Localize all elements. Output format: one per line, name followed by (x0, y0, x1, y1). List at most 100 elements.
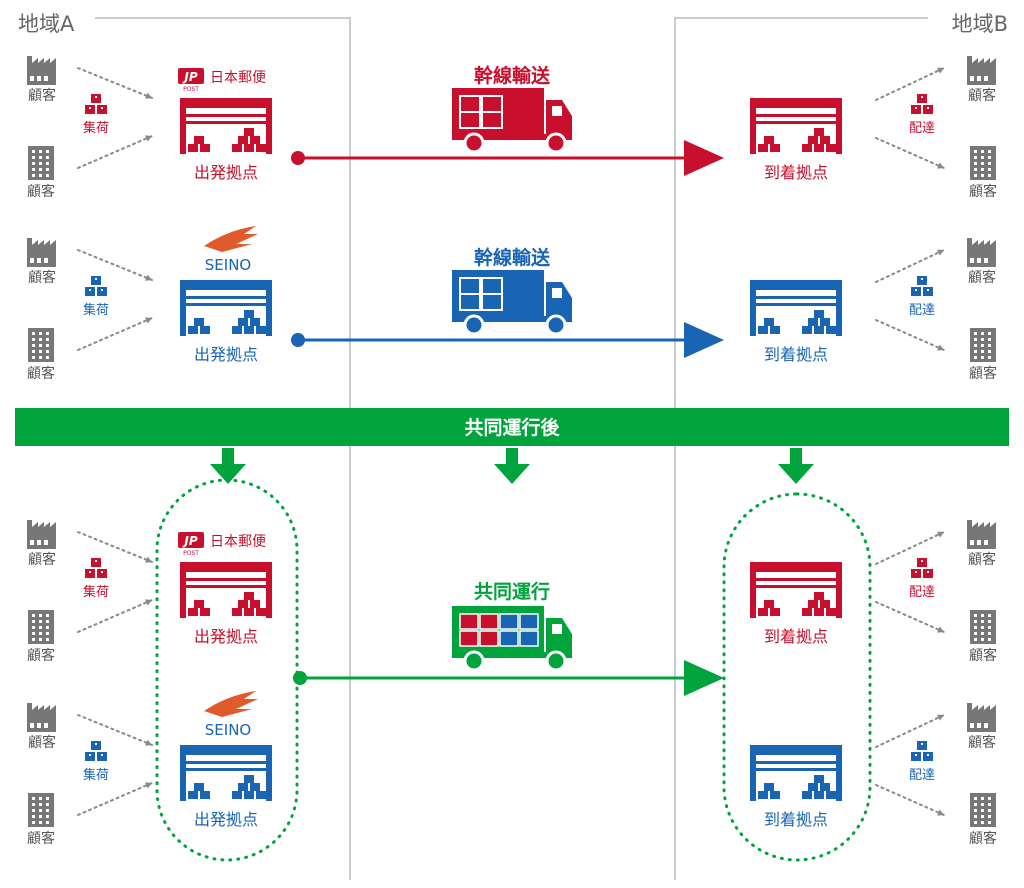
destination-hub-label: 到着拠点 (764, 810, 828, 829)
flow-line (77, 714, 153, 746)
flow-arrowhead (145, 556, 152, 563)
customer-label: 顧客 (28, 734, 56, 751)
seino-logo: SEINO (204, 226, 258, 274)
flow-line (875, 601, 945, 633)
customer-label: 顧客 (968, 551, 996, 568)
building-icon (28, 610, 54, 644)
warehouse-icon (750, 98, 842, 154)
destination-hub-label: 到着拠点 (764, 163, 828, 182)
warehouse-icon (750, 745, 842, 801)
flow-arrowhead (937, 249, 944, 256)
delivery-label: 配達 (909, 768, 935, 783)
factory-icon (27, 56, 56, 85)
pickup-label: 集荷 (83, 120, 109, 136)
destination-consolidation-oval (722, 492, 872, 862)
customer-label: 顧客 (969, 647, 997, 664)
flow-arrowhead (145, 274, 152, 281)
seino-logo: SEINO (204, 691, 258, 739)
japan-post-mark-text: JP (182, 70, 197, 84)
flow-arrowhead (937, 626, 944, 633)
building-icon (970, 328, 996, 362)
box-stack-icon (911, 276, 933, 296)
flow-arrowhead (145, 135, 152, 142)
building-icon (970, 146, 996, 180)
customer-label: 顧客 (27, 183, 55, 200)
flow-line (77, 135, 153, 169)
pickup-label: 集荷 (83, 302, 109, 318)
flow-line (77, 599, 153, 633)
flow-arrowhead (145, 317, 152, 324)
box-stack-icon (911, 94, 933, 114)
box-stack-icon (85, 276, 107, 296)
flow-arrowhead (937, 809, 944, 816)
flow-line (875, 784, 945, 816)
customer-label: 顧客 (27, 647, 55, 664)
factory-icon (27, 703, 56, 732)
japan-post-sub-text: POST (183, 550, 199, 557)
customer-label: 顧客 (968, 734, 996, 751)
down-arrow-icon (494, 448, 530, 484)
box-stack-icon (911, 558, 933, 578)
factory-icon (27, 238, 56, 267)
route-arrow-icon (684, 140, 724, 176)
flow-arrowhead (145, 739, 152, 746)
destination-hub-label: 到着拠点 (764, 627, 828, 646)
box-stack-icon (911, 741, 933, 761)
flow-arrowhead (937, 162, 944, 169)
seino-kangaroo-icon (204, 691, 258, 717)
truck-icon (452, 270, 572, 336)
factory-icon (967, 238, 996, 267)
pickup-label: 集荷 (83, 767, 109, 783)
destination-hub-label: 到着拠点 (764, 345, 828, 364)
box-stack-icon (85, 558, 107, 578)
origin-hub-label: 出発拠点 (194, 163, 258, 182)
customer-label: 顧客 (27, 830, 55, 847)
down-arrow-icon (210, 448, 246, 484)
customer-label: 顧客 (968, 87, 996, 104)
origin-consolidation-oval (155, 478, 299, 862)
down-arrow-icon (778, 448, 814, 484)
flow-arrowhead (145, 782, 152, 789)
flow-line (77, 531, 153, 563)
building-icon (28, 328, 54, 362)
flow-arrowhead (937, 344, 944, 351)
japan-post-mark-text: JP (182, 534, 197, 548)
origin-hub-label: 出発拠点 (194, 345, 258, 364)
after-banner (15, 408, 1009, 446)
line-haul-label: 幹線輸送 (474, 64, 551, 87)
building-icon (28, 146, 54, 180)
flow-arrowhead (145, 92, 152, 99)
region-b-label: 地域B (952, 12, 1008, 36)
delivery-label: 配達 (909, 121, 935, 136)
truck-icon (452, 88, 572, 154)
box-stack-icon (85, 741, 107, 761)
origin-hub-label: 出発拠点 (194, 627, 258, 646)
factory-icon (967, 703, 996, 732)
truck-icon (452, 606, 572, 672)
customer-label: 顧客 (969, 365, 997, 382)
flow-line (77, 317, 153, 351)
customer-label: 顧客 (28, 551, 56, 568)
japan-post-logo: JP POST 日本郵便 (178, 532, 266, 557)
region-a-frame (95, 17, 351, 880)
route-arrow-icon (684, 660, 724, 696)
warehouse-icon (180, 280, 272, 336)
after-banner-label: 共同運行後 (464, 416, 560, 439)
joint-operation-label: 共同運行 (474, 580, 550, 603)
flow-arrowhead (145, 599, 152, 606)
factory-icon (967, 56, 996, 85)
customer-label: 顧客 (27, 365, 55, 382)
flow-line (77, 249, 153, 281)
flow-arrowhead (937, 714, 944, 721)
warehouse-icon (750, 280, 842, 336)
building-icon (970, 793, 996, 827)
customer-label: 顧客 (968, 269, 996, 286)
flow-line (875, 531, 945, 565)
japan-post-name: 日本郵便 (210, 534, 266, 550)
seino-name: SEINO (205, 256, 251, 274)
customer-label: 顧客 (28, 87, 56, 104)
flow-line (77, 67, 153, 99)
japan-post-mark (178, 68, 204, 84)
